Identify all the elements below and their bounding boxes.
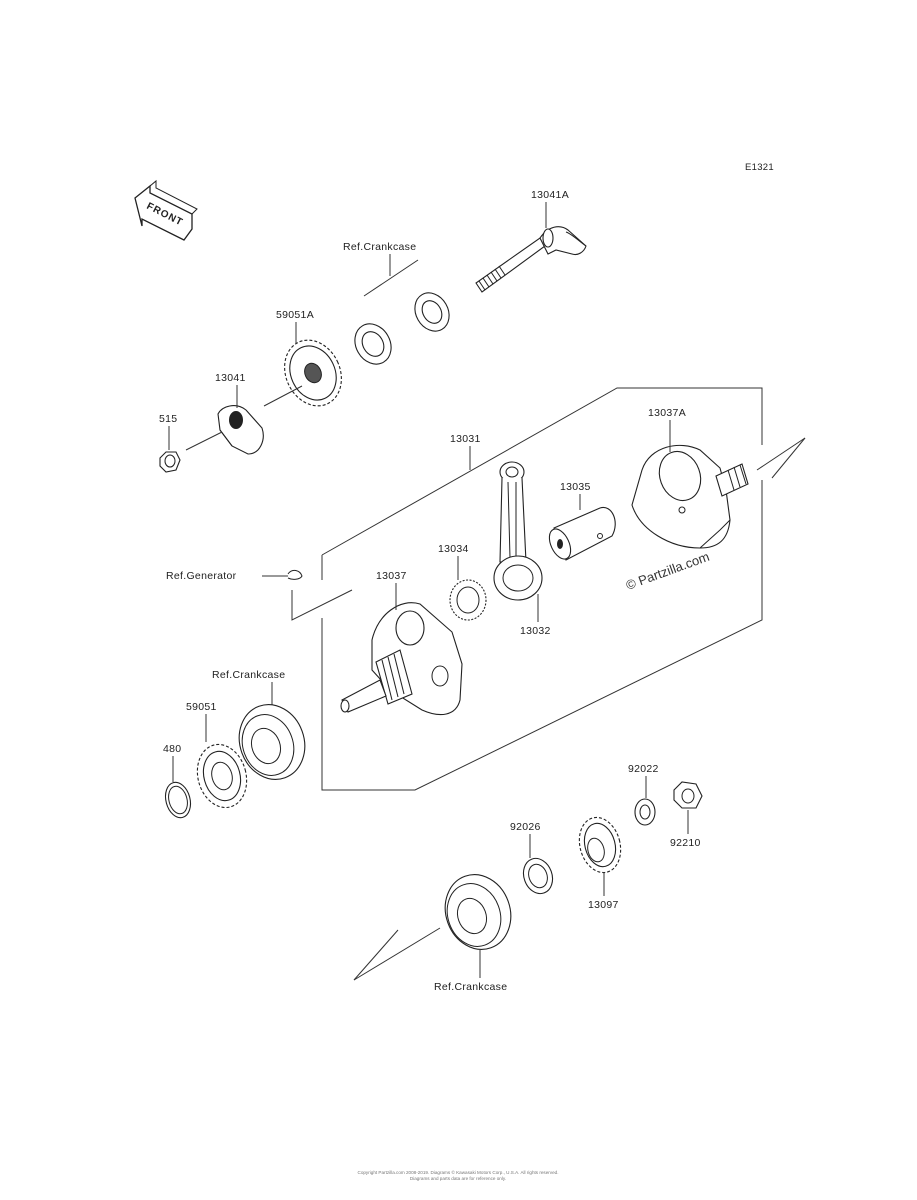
label-59051A: 59051A <box>276 309 314 321</box>
label-13037A: 13037A <box>648 407 686 419</box>
crank-half-13037 <box>340 602 463 716</box>
label-92022: 92022 <box>628 763 659 775</box>
gear-59051A <box>284 339 342 407</box>
label-13031: 13031 <box>450 433 481 445</box>
crank-pin-13035 <box>548 506 616 561</box>
watermark: © Partzilla.com <box>624 549 711 593</box>
part-13041-balancer <box>217 405 264 455</box>
nut-515 <box>159 451 181 473</box>
label-13035: 13035 <box>560 481 591 493</box>
label-13037: 13037 <box>376 570 407 582</box>
part-13041A-shaft <box>475 226 587 293</box>
bearing-top-right <box>414 292 450 332</box>
label-13097: 13097 <box>588 899 619 911</box>
bearing-middle <box>238 704 306 780</box>
label-ref-generator: Ref.Generator <box>166 570 237 582</box>
label-515: 515 <box>159 413 177 425</box>
footer-line-1: Copyright Partzilla.com 2008-2019. Diagr… <box>358 1169 559 1175</box>
label-59051: 59051 <box>186 701 217 713</box>
connecting-rod-13032 <box>493 461 543 601</box>
bearing-top-left <box>354 323 392 365</box>
circlip-480 <box>164 781 192 819</box>
footer-line-2: Diagrams and parts data are for referenc… <box>410 1176 506 1181</box>
nut-92210 <box>673 781 703 809</box>
label-480: 480 <box>163 743 181 755</box>
label-92026: 92026 <box>510 821 541 833</box>
washer-92022 <box>634 798 656 826</box>
label-ref-crankcase-top: Ref.Crankcase <box>343 241 416 253</box>
label-92210: 92210 <box>670 837 701 849</box>
gear-59051 <box>196 743 248 809</box>
crank-half-13037A <box>631 444 749 549</box>
label-ref-crankcase-bottom: Ref.Crankcase <box>434 981 507 993</box>
assembly-frame <box>321 387 763 791</box>
diagram-code: E1321 <box>745 162 774 173</box>
needle-bearing-13034 <box>449 579 487 621</box>
collar-92026 <box>522 857 554 895</box>
gear-13097 <box>578 816 622 874</box>
label-13034: 13034 <box>438 543 469 555</box>
label-13041: 13041 <box>215 372 246 384</box>
label-ref-crankcase-mid: Ref.Crankcase <box>212 669 285 681</box>
bearing-bottom <box>444 874 512 950</box>
front-arrow-icon: FRONT <box>134 179 198 241</box>
label-13032: 13032 <box>520 625 551 637</box>
label-13041A: 13041A <box>531 189 569 201</box>
